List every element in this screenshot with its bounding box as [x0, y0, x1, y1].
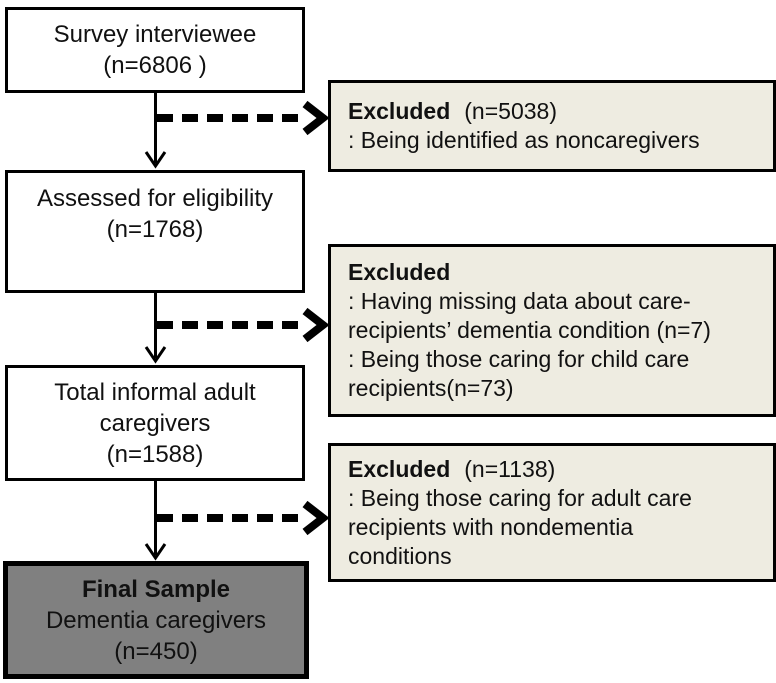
excluded-reason: recipients’ dementia condition (n=7) — [348, 317, 711, 343]
excluded-reason: : Being identified as noncaregivers — [348, 127, 700, 153]
excluded-arrow-3 — [157, 500, 330, 536]
survey-interviewee-box: Survey interviewee (n=6806 ) — [5, 7, 305, 93]
down-arrowhead-icon — [144, 543, 167, 561]
box-line: Dementia caregivers — [45, 606, 267, 634]
excluded-heading-row: Excluded (n=1138) — [348, 455, 769, 484]
box-line: Assessed for eligibility — [36, 185, 274, 212]
box-count: (n=6806 ) — [103, 52, 207, 79]
excluded-reason: recipients with nondementia — [348, 513, 634, 540]
dashed-arrowhead-icon — [302, 500, 330, 536]
excluded-reason: : Having missing data about care- — [348, 288, 691, 314]
dashed-arrowhead-icon — [302, 100, 330, 136]
excluded-reason: : Being those caring for adult care — [348, 484, 692, 511]
excluded-label: Excluded — [348, 455, 451, 482]
total-caregivers-box: Total informal adult caregivers (n=1588) — [5, 365, 305, 481]
excluded-label: Excluded — [348, 98, 451, 124]
excluded-count: (n=1138) — [464, 455, 556, 482]
excluded-reason: recipients(n=73) — [348, 375, 514, 401]
excluded-heading-row: Excluded (n=5038) — [348, 97, 769, 126]
box-line: Total informal adult — [54, 378, 256, 406]
down-arrowhead-icon — [144, 151, 167, 169]
excluded-count: (n=5038) — [464, 98, 557, 124]
box-line: Survey interviewee — [53, 21, 257, 48]
excluded-box-1: Excluded (n=5038) : Being identified as n… — [328, 80, 776, 172]
down-arrowhead-icon — [144, 346, 167, 364]
excluded-box-2: Excluded : Having missing data about car… — [328, 244, 776, 417]
excluded-reason: : Being those caring for child care — [348, 346, 690, 372]
excluded-arrow-2 — [157, 307, 330, 343]
excluded-heading-row: Excluded — [348, 258, 769, 287]
box-count: (n=1588) — [106, 440, 204, 468]
excluded-arrow-1 — [157, 100, 330, 136]
final-sample-title: Final Sample — [81, 575, 231, 603]
excluded-box-3: Excluded (n=1138) : Being those caring fo… — [328, 443, 776, 582]
box-count: (n=450) — [114, 637, 198, 665]
down-arrow-3 — [144, 481, 167, 561]
down-arrow-1 — [144, 93, 167, 169]
box-count: (n=1768) — [106, 216, 204, 243]
excluded-reason: conditions — [348, 542, 452, 569]
dashed-arrowhead-icon — [302, 307, 330, 343]
assessed-eligibility-box: Assessed for eligibility (n=1768) — [5, 170, 305, 293]
excluded-label: Excluded — [348, 259, 451, 285]
box-line: caregivers — [99, 409, 211, 437]
final-sample-box: Final Sample Dementia caregivers (n=450) — [3, 561, 309, 679]
down-arrow-2 — [144, 283, 167, 364]
